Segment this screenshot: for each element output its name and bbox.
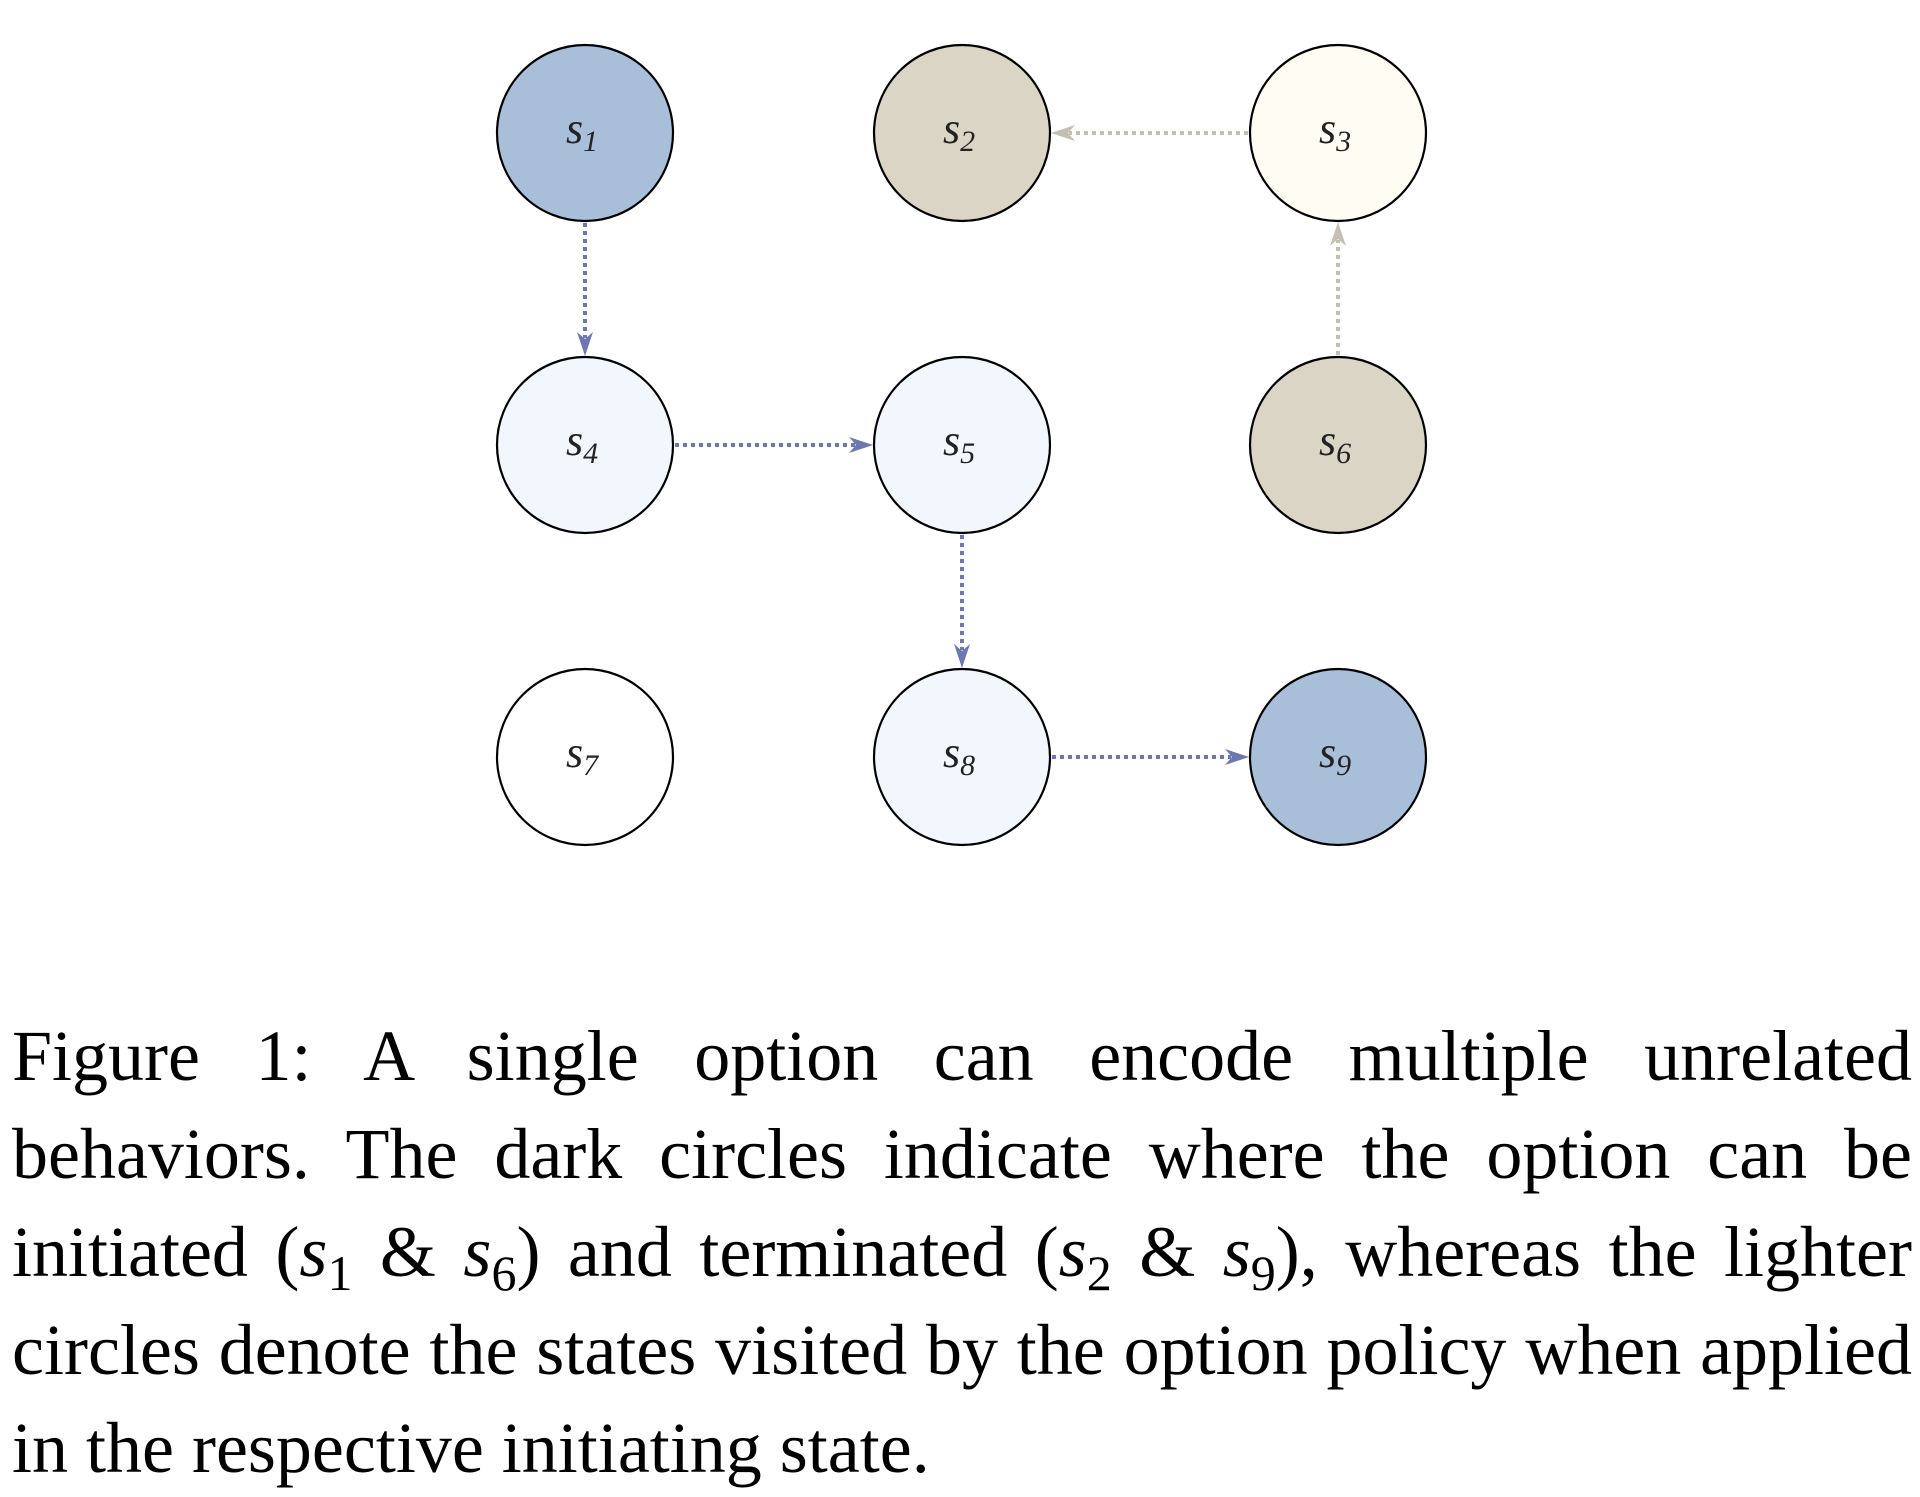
state-circle [495, 43, 675, 223]
state-node-s7: s7 [495, 667, 675, 847]
arrow-head [1051, 125, 1075, 141]
arrow-head [849, 437, 873, 453]
caption-math-s2: s2 [1058, 1212, 1112, 1301]
state-node-s8: s8 [872, 667, 1052, 847]
state-circle [495, 355, 675, 535]
state-circle [872, 355, 1052, 535]
arrow-s6-to-s3 [1330, 222, 1346, 355]
state-circle [872, 667, 1052, 847]
caption-ampersand-1: & [352, 1212, 464, 1292]
state-label: s9 [1319, 728, 1351, 782]
state-node-s2: s2 [872, 43, 1052, 223]
arrow-s8-to-s9 [1052, 749, 1249, 765]
state-label: s1 [566, 104, 598, 158]
state-grid-diagram: s1 s2 s3 s4 s5 s6 s7 s8 s9 [495, 43, 1428, 847]
state-label: s2 [943, 104, 975, 158]
caption-ampersand-2: & [1111, 1212, 1223, 1292]
state-circle [872, 43, 1052, 223]
state-node-s6: s6 [1248, 355, 1428, 535]
state-circle [1248, 667, 1428, 847]
state-label: s4 [566, 416, 598, 470]
caption-math-s9: s9 [1222, 1212, 1276, 1301]
state-circle [495, 667, 675, 847]
caption-math-s6: s6 [463, 1212, 517, 1301]
state-label: s3 [1319, 104, 1351, 158]
caption-text-2: ) and terminated ( [516, 1212, 1059, 1292]
state-label: s7 [566, 728, 600, 782]
transition-arrows [577, 125, 1346, 765]
arrow-head [1225, 749, 1249, 765]
arrow-head [1330, 222, 1346, 246]
state-node-s4: s4 [495, 355, 675, 535]
arrow-s1-to-s4 [577, 223, 593, 356]
state-nodes: s1 s2 s3 s4 s5 s6 s7 s8 s9 [495, 43, 1428, 847]
caption-text-1: Figure 1: A single option can encode mul… [12, 1016, 1912, 1292]
state-node-s5: s5 [872, 355, 1052, 535]
arrow-head [577, 332, 593, 356]
state-label: s8 [943, 728, 975, 782]
arrow-s3-to-s2 [1051, 125, 1248, 141]
arrow-s4-to-s5 [675, 437, 873, 453]
state-label: s6 [1319, 416, 1351, 470]
arrow-head [954, 644, 970, 668]
state-circle [1248, 355, 1428, 535]
caption-math-s1: s1 [299, 1212, 353, 1301]
state-label: s5 [943, 416, 975, 470]
state-node-s1: s1 [495, 43, 675, 223]
figure-caption: Figure 1: A single option can encode mul… [12, 1007, 1912, 1497]
state-circle [1248, 43, 1428, 223]
state-node-s9: s9 [1248, 667, 1428, 847]
arrow-s5-to-s8 [954, 535, 970, 668]
state-node-s3: s3 [1248, 43, 1428, 223]
